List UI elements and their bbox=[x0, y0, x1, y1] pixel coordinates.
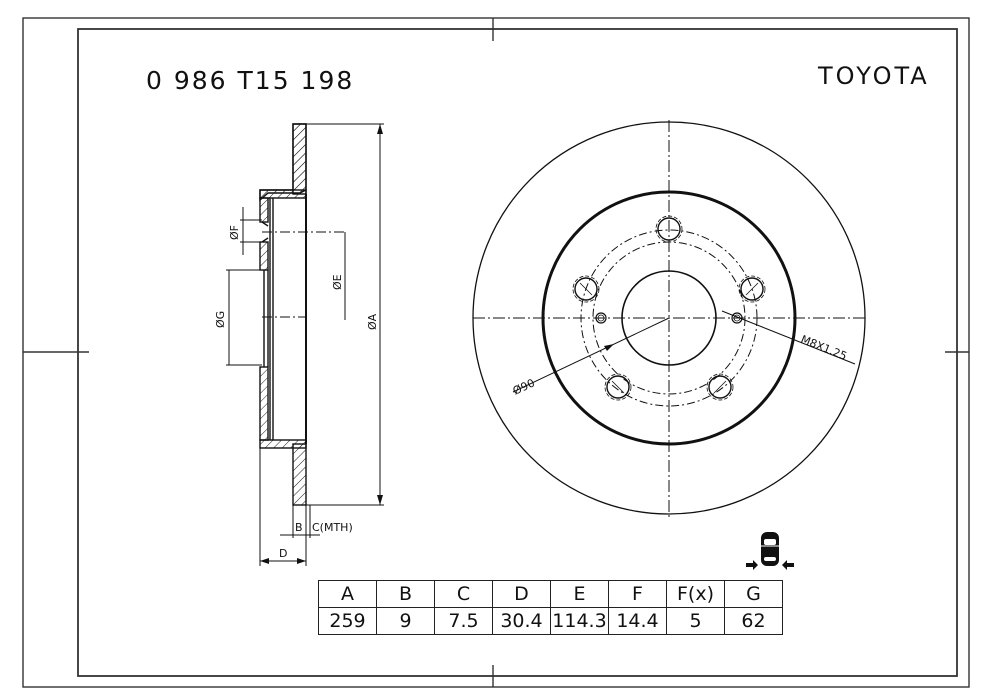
header-fx: F(x) bbox=[666, 580, 725, 608]
label-thread: M8X1.25 bbox=[799, 333, 849, 363]
value-e: 114.3 bbox=[550, 607, 609, 635]
header-d: D bbox=[492, 580, 551, 608]
brand-name: TOYOTA bbox=[818, 62, 930, 90]
drawing-frame bbox=[22, 17, 970, 688]
value-c: 7.5 bbox=[434, 607, 493, 635]
label-dia-a: ØA bbox=[366, 313, 379, 330]
value-b: 9 bbox=[376, 607, 435, 635]
dimension-table: A B C D E F F(x) G 259 9 7.5 30.4 114.3 … bbox=[318, 580, 783, 635]
front-view bbox=[472, 120, 868, 518]
value-g: 62 bbox=[724, 607, 783, 635]
label-c: C(MTH) bbox=[312, 521, 353, 534]
header-f: F bbox=[608, 580, 667, 608]
label-dia-90: Ø90 bbox=[511, 376, 537, 397]
rear-axle-car-icon bbox=[746, 532, 794, 570]
label-dia-f: ØF bbox=[228, 225, 241, 240]
value-f: 14.4 bbox=[608, 607, 667, 635]
label-dia-g: ØG bbox=[214, 311, 227, 328]
value-d: 30.4 bbox=[492, 607, 551, 635]
side-section-view bbox=[226, 123, 384, 566]
label-d: D bbox=[279, 547, 287, 560]
header-b: B bbox=[376, 580, 435, 608]
value-fx: 5 bbox=[666, 607, 725, 635]
value-a: 259 bbox=[318, 607, 377, 635]
header-g: G bbox=[724, 580, 783, 608]
part-number: 0 986 T15 198 bbox=[146, 66, 355, 95]
label-b: B bbox=[295, 521, 303, 534]
dimension-labels: ØF ØG ØE ØA B C(MTH) D Ø90 M8X1.25 bbox=[214, 225, 849, 560]
table-header-row: A B C D E F F(x) G bbox=[318, 580, 783, 608]
header-e: E bbox=[550, 580, 609, 608]
bolt-holes bbox=[572, 215, 766, 401]
header-c: C bbox=[434, 580, 493, 608]
table-value-row: 259 9 7.5 30.4 114.3 14.4 5 62 bbox=[318, 607, 783, 635]
label-dia-e: ØE bbox=[331, 274, 344, 290]
header-a: A bbox=[318, 580, 377, 608]
